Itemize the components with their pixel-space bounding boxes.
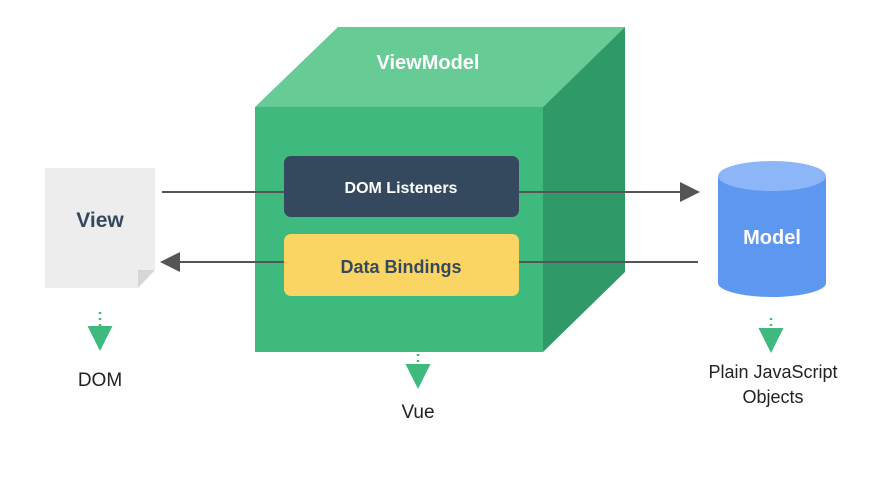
model-cylinder: Model bbox=[718, 161, 826, 297]
view-label: View bbox=[76, 209, 124, 232]
model-label: Model bbox=[743, 227, 801, 249]
cube-side-face bbox=[543, 27, 625, 352]
viewmodel-caption: Vue bbox=[401, 402, 434, 423]
cube-front-face bbox=[255, 107, 543, 352]
data-bindings-box: Data Bindings bbox=[284, 234, 519, 296]
view-caption: DOM bbox=[78, 370, 122, 391]
viewmodel-cube: ViewModel bbox=[255, 27, 625, 352]
model-caption-line2: Objects bbox=[742, 387, 803, 407]
viewmodel-title: ViewModel bbox=[377, 52, 480, 74]
view-paper-fold bbox=[138, 270, 155, 288]
model-cylinder-top bbox=[718, 161, 826, 191]
dom-listeners-box: DOM Listeners bbox=[284, 156, 519, 217]
view-paper-shape bbox=[45, 168, 155, 288]
model-caption-line1: Plain JavaScript bbox=[708, 362, 837, 382]
dom-listeners-label: DOM Listeners bbox=[345, 180, 458, 197]
cube-top-face bbox=[255, 27, 625, 107]
data-bindings-label: Data Bindings bbox=[340, 257, 461, 277]
model-cylinder-body bbox=[718, 176, 826, 297]
view-document: View bbox=[45, 168, 155, 288]
